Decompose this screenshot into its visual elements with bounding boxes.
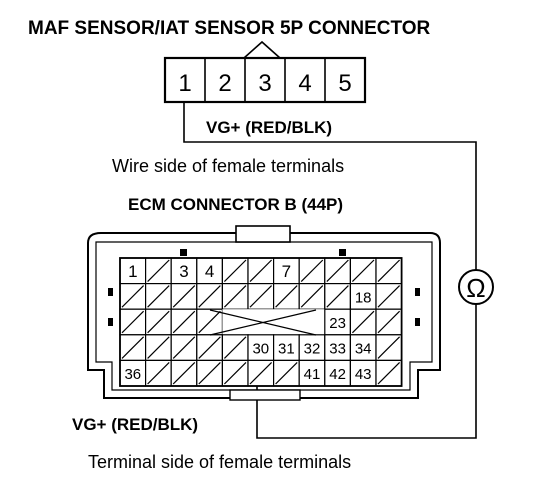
terminal-number: 34 xyxy=(355,341,372,358)
terminal-side-caption: Terminal side of female terminals xyxy=(88,452,351,472)
blank-terminal-mark xyxy=(300,259,324,283)
terminal-cell xyxy=(273,309,300,335)
terminal-cell xyxy=(119,359,147,387)
maf-pin-label: 3 xyxy=(258,70,271,97)
test-lead-wire xyxy=(183,102,477,439)
blank-terminal-mark xyxy=(351,259,375,283)
blank-terminal-mark xyxy=(172,361,196,385)
terminal-number: 7 xyxy=(282,262,291,281)
wire-side-caption: Wire side of female terminals xyxy=(112,156,344,176)
blank-terminal-mark xyxy=(172,310,196,334)
blank-terminal-mark xyxy=(249,259,273,283)
terminal-number: 3 xyxy=(179,262,188,281)
terminal-cell xyxy=(298,359,326,387)
terminal-grid-border xyxy=(119,257,403,387)
blank-terminal-mark xyxy=(147,285,170,308)
blank-terminal-mark xyxy=(198,361,221,385)
terminal-number: 4 xyxy=(205,262,214,281)
ohm-icon: Ω xyxy=(466,273,485,303)
maf-sensor-connector: 1 2 3 4 5 xyxy=(163,40,367,104)
terminal-number: 41 xyxy=(304,366,321,383)
blank-terminal-mark xyxy=(147,336,170,359)
blank-terminal-mark xyxy=(121,310,145,334)
blank-terminal-mark xyxy=(275,285,298,308)
blank-terminal-mark xyxy=(172,285,196,308)
blank-terminal-mark xyxy=(300,285,324,308)
blank-terminal-mark xyxy=(147,361,170,385)
blank-terminal-mark xyxy=(198,285,221,308)
maf-pin-label: 4 xyxy=(298,70,311,97)
terminal-number: 30 xyxy=(252,341,269,358)
ohmmeter-symbol: Ω xyxy=(458,269,494,305)
blank-terminal-mark xyxy=(326,285,349,308)
blank-terminal-mark xyxy=(198,310,221,334)
terminal-cell xyxy=(349,359,377,387)
blank-terminal-mark xyxy=(249,361,273,385)
terminal-number: 23 xyxy=(329,315,346,332)
maf-connector-title: MAF SENSOR/IAT SENSOR 5P CONNECTOR xyxy=(28,18,430,39)
blank-terminal-mark xyxy=(147,310,170,334)
terminal-cell xyxy=(324,334,351,361)
wire-label-bottom: VG+ (RED/BLK) xyxy=(72,415,198,434)
blank-terminal-mark xyxy=(147,259,170,283)
blank-terminal-mark xyxy=(377,361,401,385)
maf-pin-label: 2 xyxy=(218,70,231,97)
terminal-number: 31 xyxy=(278,341,295,358)
terminal-number: 32 xyxy=(304,341,321,358)
maf-pin-label: 1 xyxy=(178,70,191,97)
terminal-cell xyxy=(196,257,224,285)
blank-terminal-mark xyxy=(172,336,196,359)
blank-terminal-mark xyxy=(223,259,247,283)
blank-terminal-mark xyxy=(326,259,349,283)
wire-label-top: VG+ (RED/BLK) xyxy=(206,118,332,137)
ecm-connector-title: ECM CONNECTOR B (44P) xyxy=(128,195,343,214)
blank-terminal-mark xyxy=(121,336,145,359)
blank-terminal-mark xyxy=(275,361,298,385)
blank-terminal-mark xyxy=(223,336,247,359)
blank-terminal-mark xyxy=(377,336,401,359)
terminal-cell xyxy=(170,257,198,285)
terminal-number: 42 xyxy=(329,366,346,383)
blank-terminal-mark xyxy=(198,336,221,359)
blank-terminal-mark xyxy=(223,285,247,308)
blank-terminal-mark xyxy=(377,259,401,283)
blank-terminal-mark xyxy=(249,285,273,308)
terminal-cell xyxy=(247,334,275,361)
terminal-number: 43 xyxy=(355,366,372,383)
blank-terminal-mark xyxy=(351,310,375,334)
blank-terminal-mark xyxy=(377,310,401,334)
blank-terminal-mark xyxy=(377,285,401,308)
blank-terminal-mark xyxy=(121,285,145,308)
terminal-cell xyxy=(349,334,377,361)
terminal-number: 18 xyxy=(355,289,372,306)
blank-terminal-mark xyxy=(223,361,247,385)
terminal-cell xyxy=(298,334,326,361)
terminal-number: 1 xyxy=(128,262,137,281)
terminal-cell xyxy=(349,283,377,310)
terminal-number: 33 xyxy=(329,341,346,358)
terminal-number: 36 xyxy=(124,366,141,383)
maf-pin-label: 5 xyxy=(338,70,351,97)
